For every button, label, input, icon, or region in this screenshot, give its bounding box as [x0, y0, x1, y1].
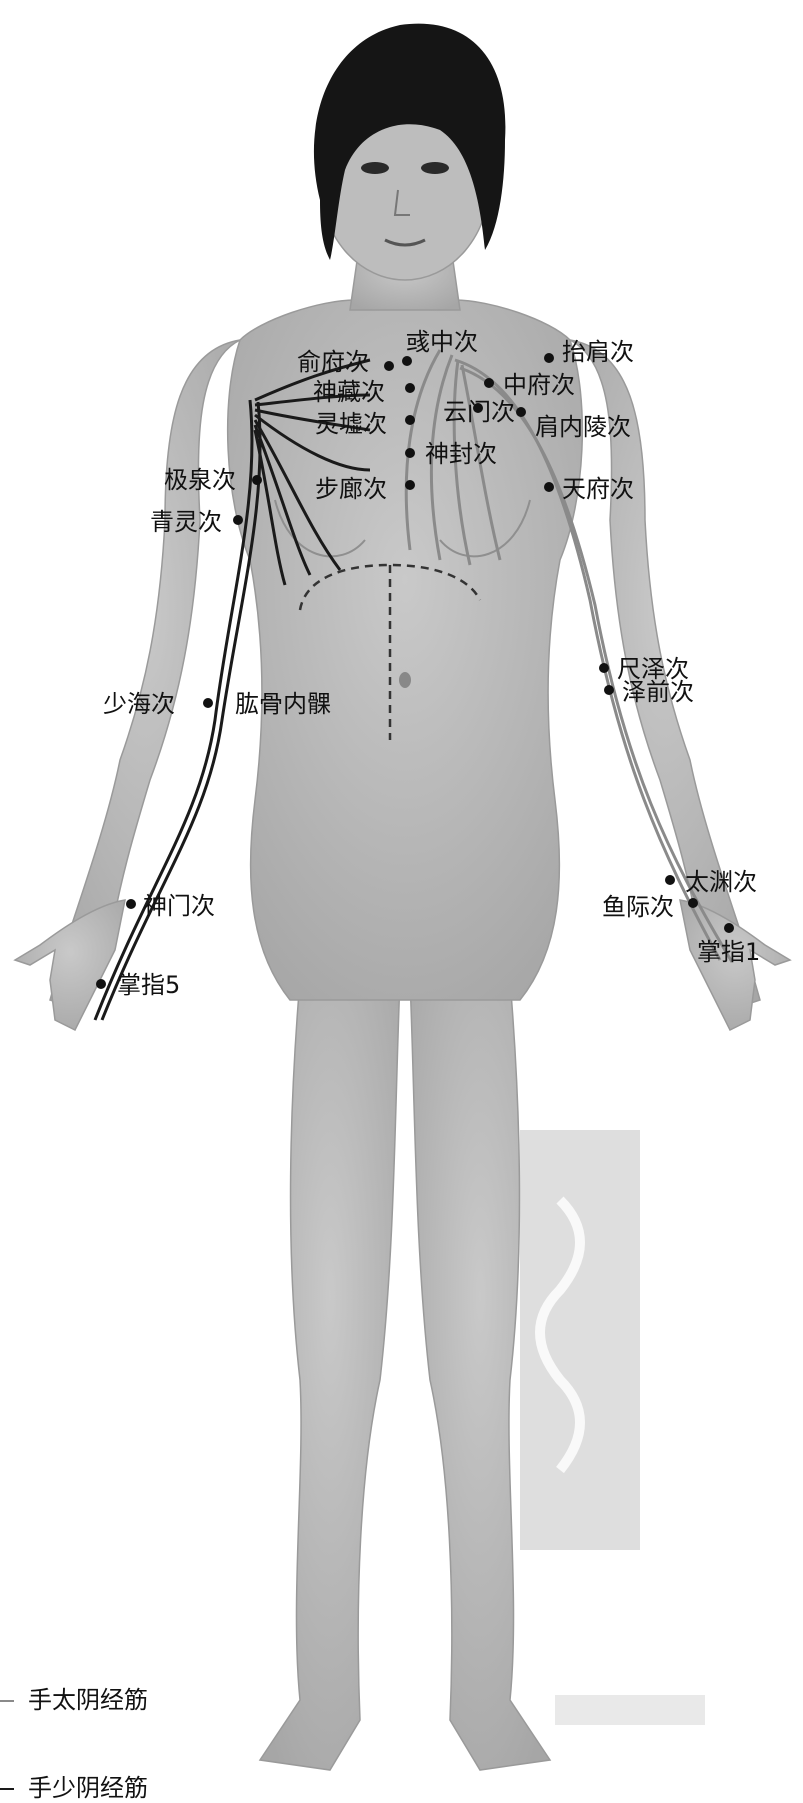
label-yuji: 鱼际次 — [602, 893, 674, 921]
label-shufu: 俞府次 — [297, 348, 369, 376]
label-zhangzhi5: 掌指5 — [117, 971, 180, 999]
label-jiannei: 肩内陵次 — [535, 413, 631, 441]
dot-taiyuan — [665, 875, 675, 885]
dot-taijian — [544, 353, 554, 363]
label-jiquan: 极泉次 — [164, 466, 236, 494]
label-gongu: 肱骨内髁 — [235, 690, 331, 718]
dot-yuji — [688, 898, 698, 908]
dot-jiannei — [516, 407, 526, 417]
legend-heart-label: 手少阴经筋 — [28, 1774, 148, 1802]
dot-zhangzhi5 — [96, 979, 106, 989]
legend-lung-label: 手太阴经筋 — [28, 1686, 148, 1714]
dot-zeqian — [604, 685, 614, 695]
legend-heart: 手少阴经筋 — [0, 1768, 148, 1803]
dot-jiquan — [252, 475, 262, 485]
label-taijian: 抬肩次 — [562, 338, 634, 366]
label-taiyuan: 太渊次 — [685, 868, 757, 896]
dot-shencang — [405, 383, 415, 393]
label-bulang: 步廊次 — [315, 475, 387, 503]
dot-huozhong — [402, 356, 412, 366]
dot-chize — [599, 663, 609, 673]
label-shencang: 神藏次 — [313, 378, 385, 406]
hand-right-side — [15, 900, 125, 1030]
human-figure — [15, 240, 790, 1770]
label-huozhong: 彧中次 — [406, 328, 478, 356]
head — [314, 24, 506, 280]
label-qingling: 青灵次 — [150, 508, 222, 536]
label-zhangzhi1: 掌指1 — [697, 938, 760, 966]
label-shenmen: 神门次 — [143, 892, 215, 920]
dot-zhongfu — [484, 378, 494, 388]
navel — [399, 672, 411, 688]
legend-lung: 手太阴经筋 — [0, 1680, 148, 1715]
torso — [228, 300, 583, 1000]
label-zhongfu: 中府次 — [503, 371, 575, 399]
legend-lung-swatch — [0, 1700, 14, 1702]
label-tianfu: 天府次 — [562, 475, 634, 503]
dot-tianfu — [544, 482, 554, 492]
dot-lingxu — [405, 415, 415, 425]
left-leg — [260, 980, 400, 1770]
dot-shenfeng — [405, 448, 415, 458]
dot-zhangzhi1 — [724, 923, 734, 933]
dot-shenmen — [126, 899, 136, 909]
label-zeqian: 泽前次 — [622, 678, 694, 706]
legend-heart-swatch — [0, 1788, 14, 1790]
label-yunmen: 云门次 — [443, 398, 515, 426]
dot-qingling — [233, 515, 243, 525]
label-shenfeng: 神封次 — [425, 440, 497, 468]
dot-shaohai — [203, 698, 213, 708]
label-lingxu: 灵墟次 — [315, 410, 387, 438]
background-watermark — [520, 1130, 705, 1725]
dot-bulang — [405, 480, 415, 490]
label-shaohai: 少海次 — [103, 690, 175, 718]
dot-shufu — [384, 361, 394, 371]
